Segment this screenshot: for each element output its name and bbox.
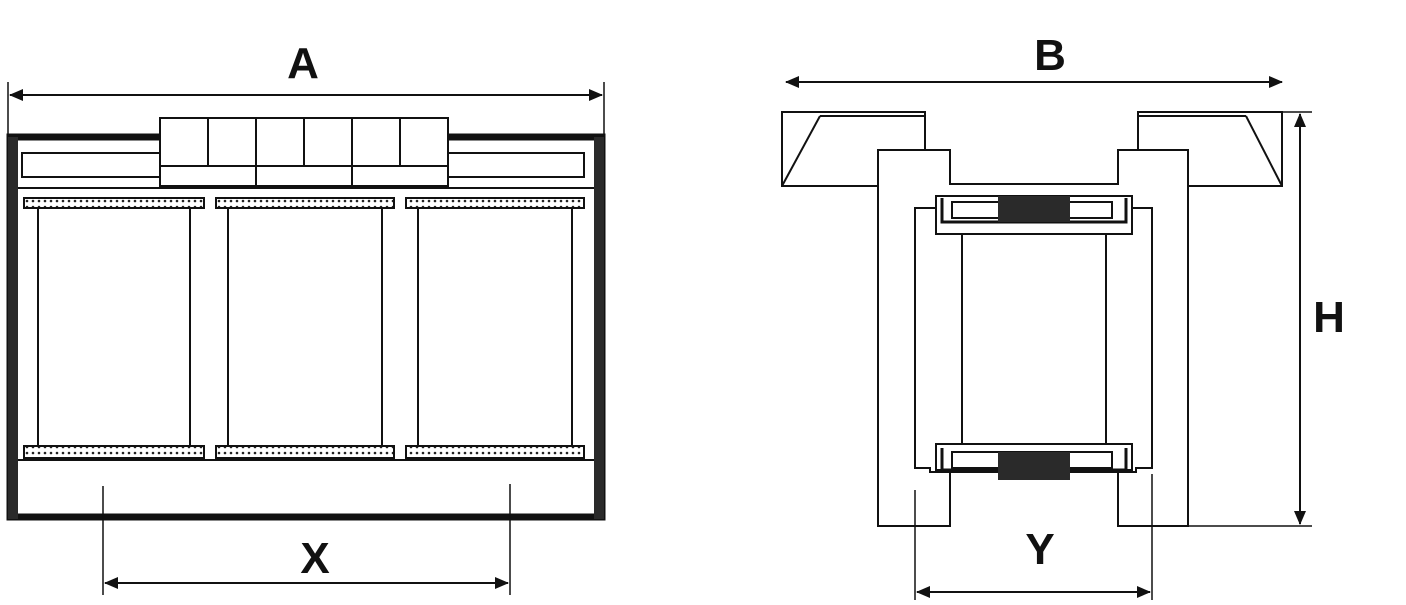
dimension-a-label: A	[287, 39, 319, 88]
side-view	[781, 76, 1312, 600]
dimension-h-label: H	[1313, 293, 1345, 342]
bottom-pad	[998, 452, 1070, 480]
top-strip-1	[23, 197, 205, 209]
inner-frame	[914, 207, 1153, 473]
right-frame-bar	[594, 137, 604, 519]
bottom-strip-1	[23, 445, 205, 459]
bottom-strip-2	[215, 445, 395, 459]
dimension-b-label: B	[1034, 31, 1066, 80]
top-strip-3	[405, 197, 585, 209]
right-rail	[447, 152, 585, 178]
front-view	[6, 82, 606, 595]
left-frame-bar	[8, 137, 18, 519]
dimension-x-label: X	[300, 534, 329, 583]
top-pad	[998, 196, 1070, 222]
dimension-y-label: Y	[1025, 525, 1054, 574]
top-strip-2	[215, 197, 395, 209]
bottom-strip-3	[405, 445, 585, 459]
left-rail	[21, 152, 161, 178]
